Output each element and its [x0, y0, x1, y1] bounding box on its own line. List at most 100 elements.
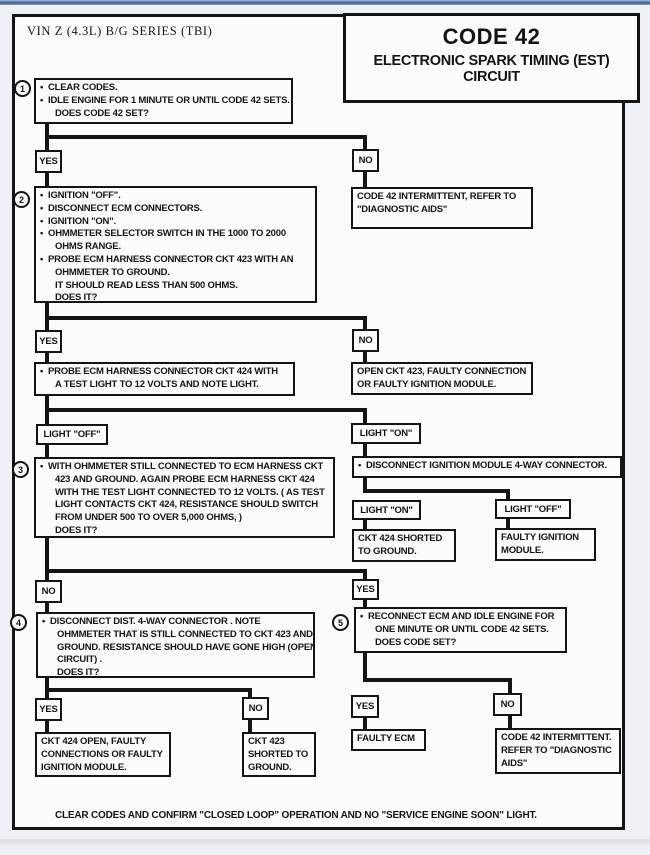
step-circle-2: 2 [13, 191, 30, 208]
result-ckt424-shorted: CKT 424 SHORTED TO GROUND. [352, 529, 456, 562]
step-line: • RECONNECT ECM AND IDLE ENGINE FOR [360, 611, 555, 622]
step-circle-1: 1 [14, 80, 31, 97]
result-line: MODULE. [501, 544, 544, 556]
flow-step-4-box: • DISCONNECT DIST. 4-WAY CONNECTOR . NOT… [36, 612, 315, 678]
step-line: OHMS RANGE. [55, 241, 121, 253]
result-line: FAULTY IGNITION [501, 532, 579, 543]
connector [363, 139, 367, 150]
step-line: DOES IT? [57, 667, 100, 678]
branch-yes-2: YES [35, 330, 62, 353]
connector [508, 682, 512, 693]
scan-top-blue-bar [0, 0, 650, 5]
flow-step-1-box: • CLEAR CODES. • IDLE ENGINE FOR 1 MINUT… [34, 78, 293, 124]
connector [45, 408, 367, 412]
vehicle-header: VIN Z (4.3L) B/G SERIES (TBI) [27, 24, 213, 38]
branch-yes-4: YES [35, 698, 62, 721]
step-line: A TEST LIGHT TO 12 VOLTS AND NOTE LIGHT. [55, 378, 259, 390]
branch-light-off-left: LIGHT "OFF" [36, 424, 108, 445]
step-line: • OHMMETER SELECTOR SWITCH IN THE 1000 T… [40, 228, 286, 240]
step-line: • DISCONNECT IGNITION MODULE 4-WAY CONNE… [358, 460, 607, 471]
result-open-ckt423: OPEN CKT 423, FAULTY CONNECTION OR FAULT… [351, 362, 533, 395]
step-line: OHMMETER TO GROUND. [55, 266, 170, 278]
step-line: CIRCUIT) . [57, 654, 102, 666]
connector [45, 603, 49, 613]
branch-yes-5: YES [351, 695, 379, 718]
result-ckt423-shorted: CKT 423 SHORTED TO GROUND. [242, 732, 316, 777]
connector [45, 445, 49, 457]
connector [506, 493, 510, 501]
step-line: • WITH OHMMETER STILL CONNECTED TO ECM H… [40, 461, 324, 472]
connector [45, 688, 252, 692]
step-line: • DISCONNECT DIST. 4-WAY CONNECTOR . NOT… [42, 616, 261, 627]
result-line: AIDS" [501, 757, 528, 769]
step-line: FROM UNDER 500 TO OVER 5,000 OHMS, ) [55, 512, 242, 524]
branch-light-on-right: LIGHT "ON" [351, 423, 421, 444]
step-line: • CLEAR CODES. [40, 82, 118, 93]
connector [363, 172, 367, 188]
connector [363, 489, 510, 493]
result-line: CODE 42 INTERMITTENT, REFER TO [357, 191, 517, 202]
connector [45, 569, 367, 573]
connector [506, 519, 510, 529]
branch-light-off-2: LIGHT "OFF" [495, 499, 571, 519]
result-line: CKT 424 OPEN, FAULTY [41, 736, 147, 747]
step-line: • IDLE ENGINE FOR 1 MINUTE OR UNTIL CODE… [40, 94, 290, 106]
connector [363, 412, 367, 424]
connector [248, 720, 252, 732]
result-line: CONNECTIONS OR FAULTY [41, 748, 163, 760]
step-line: 423 AND GROUND. AGAIN PROBE ECM HARNESS … [55, 473, 315, 485]
branch-yes-1: YES [35, 150, 62, 173]
branch-no-4: NO [242, 697, 269, 720]
step-line: DOES IT? [55, 524, 98, 536]
result-line: IGNITION MODULE. [41, 761, 127, 773]
connector [45, 721, 49, 732]
result-line: CKT 424 SHORTED [358, 533, 443, 544]
flow-probe-ckt424-box: • PROBE ECM HARNESS CONNECTOR CKT 424 WI… [34, 362, 295, 396]
step-line: • IGNITION "ON". [40, 215, 116, 227]
result-line: FAULTY ECM [357, 733, 415, 744]
step-line: GROUND. RESISTANCE SHOULD HAVE GONE HIGH… [57, 641, 315, 653]
step-line: • PROBE ECM HARNESS CONNECTOR CKT 424 WI… [40, 366, 278, 377]
step-circle-3: 3 [12, 461, 29, 478]
result-line: OR FAULTY IGNITION MODULE. [357, 378, 497, 390]
step-circle-4: 4 [10, 614, 27, 631]
result-faulty-ecm: FAULTY ECM [351, 729, 426, 751]
flow-disconnect-ignition-module-box: • DISCONNECT IGNITION MODULE 4-WAY CONNE… [352, 456, 622, 478]
result-faulty-ignition-module: FAULTY IGNITION MODULE. [495, 528, 596, 561]
result-line: SHORTED TO [248, 748, 309, 760]
step-line: • IGNITION "OFF". [40, 190, 121, 201]
step-line: LIGHT CONTACTS CKT 424, RESISTANCE SHOUL… [55, 499, 318, 511]
connector [363, 600, 367, 608]
branch-light-on-2: LIGHT "ON" [352, 500, 421, 520]
flow-step-2-box: • IGNITION "OFF". • DISCONNECT ECM CONNE… [34, 186, 317, 303]
result-line: TO GROUND. [358, 545, 417, 557]
connector [363, 320, 367, 330]
branch-no-5: NO [493, 693, 522, 716]
connector [45, 316, 367, 320]
branch-no-3: NO [35, 580, 62, 603]
step-line: • DISCONNECT ECM CONNECTORS. [40, 202, 203, 214]
result-ckt424-open: CKT 424 OPEN, FAULTY CONNECTIONS OR FAUL… [35, 732, 171, 777]
result-code42-intermittent-2: CODE 42 INTERMITTENT. REFER TO "DIAGNOST… [495, 728, 621, 774]
connector [363, 678, 512, 682]
connector [363, 520, 367, 530]
connector [363, 478, 367, 493]
flow-step-5-box: • RECONNECT ECM AND IDLE ENGINE FOR ONE … [354, 607, 567, 653]
result-line: REFER TO "DIAGNOSTIC [501, 744, 612, 756]
result-line: GROUND. [248, 761, 292, 773]
title-box: CODE 42 ELECTRONIC SPARK TIMING (EST) CI… [343, 13, 640, 103]
step-line: OHMMETER THAT IS STILL CONNECTED TO CKT … [57, 628, 313, 640]
connector [508, 716, 512, 728]
step-line: DOES IT? [55, 292, 98, 303]
branch-no-1: NO [352, 149, 379, 172]
connector [363, 352, 367, 363]
result-line: "DIAGNOSTIC AIDS" [357, 203, 448, 215]
step-line: DOES CODE SET? [375, 636, 457, 648]
step-line: DOES CODE 42 SET? [55, 107, 149, 119]
connector [45, 538, 49, 580]
connector [363, 653, 367, 682]
connector [45, 353, 49, 363]
page-border [12, 14, 625, 830]
scan-bottom-shadow [0, 839, 650, 847]
